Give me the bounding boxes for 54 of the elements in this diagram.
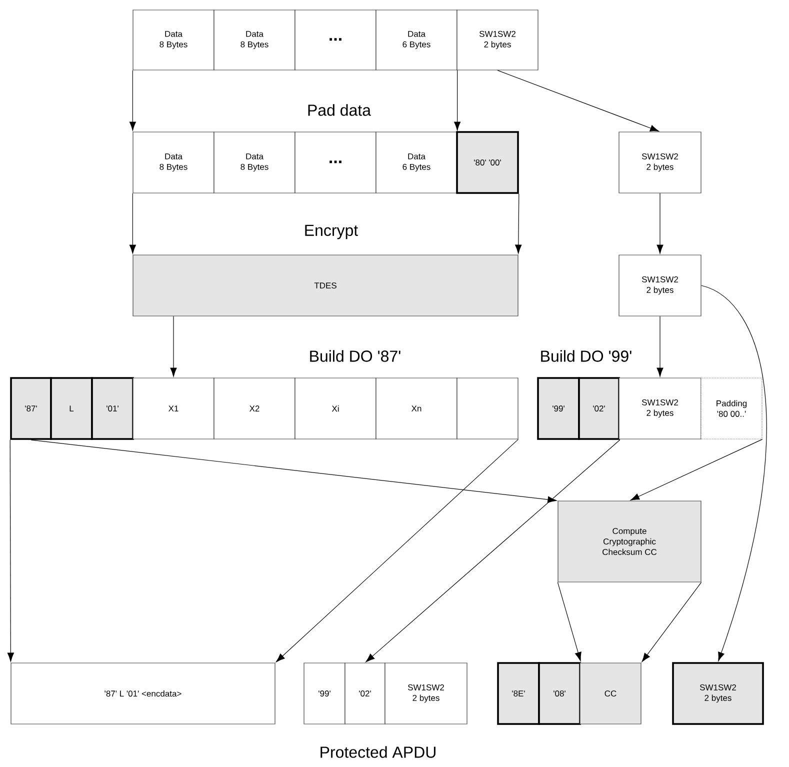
- arrow: [630, 439, 763, 500]
- data-object-cell: [456, 378, 518, 440]
- data-object-cell: '02': [578, 377, 620, 440]
- step-label: Pad data: [308, 104, 371, 116]
- arrow: [170, 316, 177, 377]
- data-object-cell: Xn: [376, 378, 458, 440]
- process-box: Compute Cryptographic Checksum CC: [558, 500, 702, 582]
- data-object-cell: '87': [10, 377, 52, 440]
- data-object-cell: '01': [91, 377, 134, 440]
- arrow: [642, 582, 702, 662]
- data-cell: Data 8 Bytes: [132, 132, 214, 194]
- data-cell: Data 6 Bytes: [376, 132, 458, 194]
- data-object-cell: Xi: [294, 378, 376, 440]
- data-object-cell: X1: [132, 378, 214, 440]
- apdu-cell: SW1SW2 2 bytes: [672, 662, 764, 725]
- data-cell: ...: [294, 10, 376, 70]
- step-label: Protected APDU: [320, 746, 436, 758]
- arrow: [656, 316, 664, 377]
- data-cell: SW1SW2 2 bytes: [456, 10, 538, 70]
- arrow: [515, 194, 522, 254]
- arrow: [557, 582, 582, 662]
- arrow: [129, 193, 136, 254]
- apdu-cell: '99': [304, 662, 346, 724]
- arrow: [497, 70, 660, 132]
- data-cell: Data 6 Bytes: [376, 10, 458, 70]
- data-object-cell: X2: [214, 378, 296, 440]
- status-box: SW1SW2 2 bytes: [618, 132, 702, 194]
- data-object-cell: '99': [537, 377, 580, 440]
- arrow: [129, 70, 136, 131]
- data-cell: Data 8 Bytes: [214, 10, 296, 70]
- data-cell: Data 8 Bytes: [214, 132, 296, 194]
- data-object-cell: SW1SW2 2 bytes: [618, 378, 702, 440]
- step-label: Build DO '87': [310, 350, 400, 362]
- arrow: [30, 440, 557, 503]
- arrow: [701, 285, 767, 662]
- apdu-cell: '8E': [497, 662, 540, 725]
- process-box: TDES: [132, 254, 518, 316]
- step-label: Encrypt: [305, 224, 358, 240]
- arrow: [366, 440, 620, 662]
- status-box: SW1SW2 2 bytes: [618, 254, 702, 316]
- step-label: Build DO '99': [541, 350, 632, 362]
- apdu-cell: CC: [580, 662, 642, 724]
- arrow: [656, 193, 664, 254]
- arrow: [454, 70, 461, 131]
- apdu-cell: '87' L '01' <encdata>: [10, 662, 276, 724]
- data-cell: '80' '00': [456, 131, 519, 194]
- apdu-cell: '08': [538, 662, 581, 725]
- arrow: [276, 439, 519, 662]
- apdu-cell: '02': [344, 662, 386, 724]
- data-cell: ...: [294, 132, 376, 194]
- data-cell: Data 8 Bytes: [132, 10, 214, 70]
- arrow: [7, 440, 14, 662]
- data-object-cell: Padding '80 00..': [700, 378, 762, 440]
- data-object-cell: L: [50, 377, 93, 440]
